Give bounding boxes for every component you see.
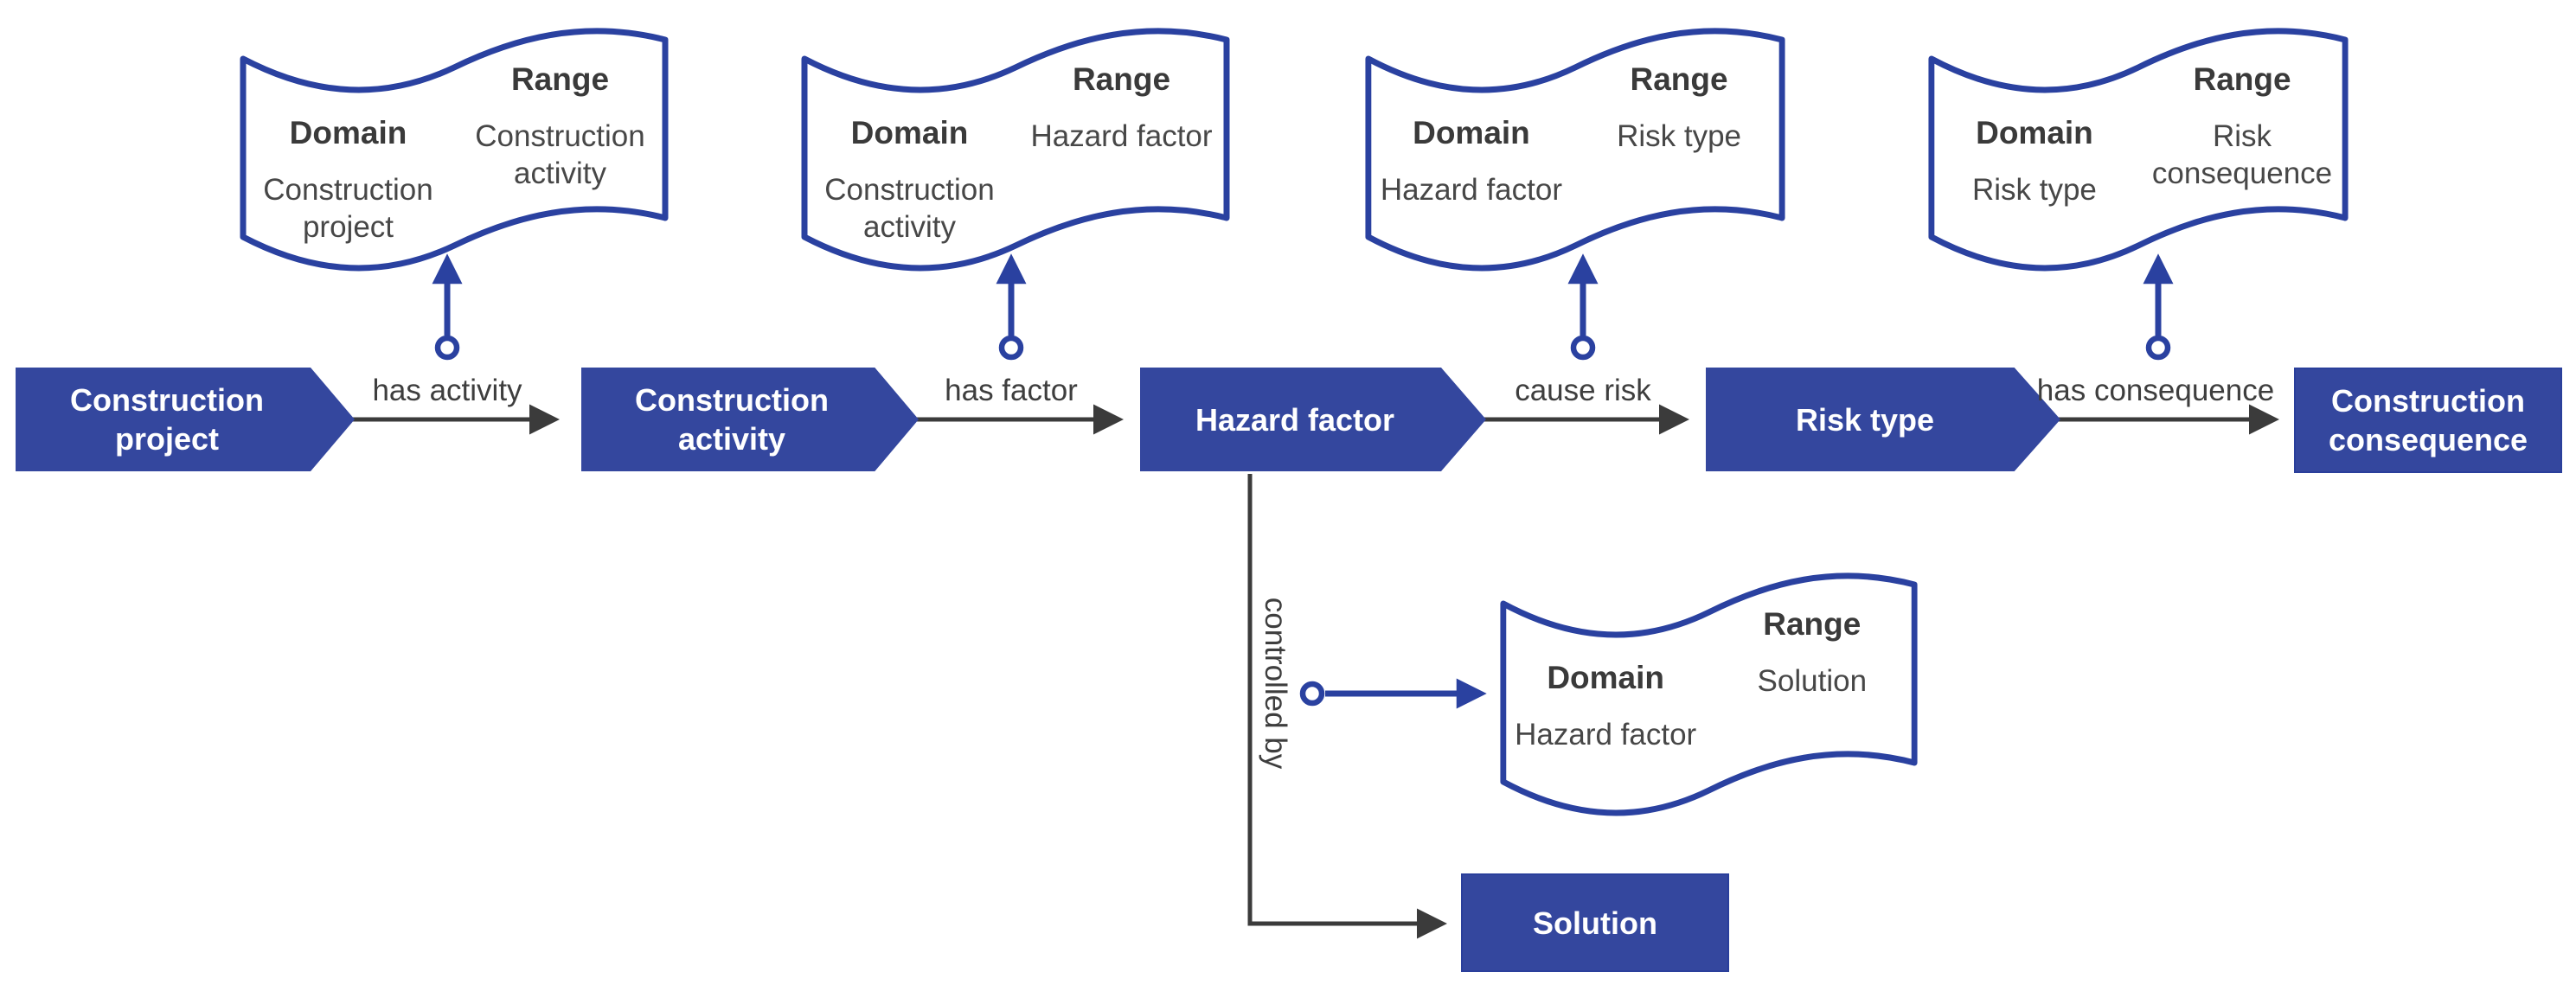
range-label: Range [1630,61,1728,97]
flag-domain: Domain Construction project [251,114,445,246]
property-circle [434,335,460,361]
range-value: Solution [1757,664,1868,698]
domain-label: Domain [1976,115,2093,150]
flag-domain: Domain Construction activity [812,114,1007,246]
range-label: Range [1072,61,1171,97]
flag-has-factor: Domain Construction activity Range Hazar… [799,17,1232,278]
node-construction-consequence: Construction consequence [2294,368,2562,473]
wave-shape [240,28,669,272]
node-label: Construction consequence [2328,383,2528,457]
range-value: Risk consequence [2151,119,2333,190]
domain-label: Domain [850,115,969,150]
flag-range: Range Risk consequence [2143,61,2342,192]
node-label: Construction activity [635,382,829,457]
node-label: Risk type [1795,401,1935,438]
node-solution: Solution [1461,873,1729,972]
node-label: Solution [1533,905,1657,941]
edge-label-cause-risk: cause risk [1515,374,1651,407]
flag-has-activity: Domain Construction project Range Constr… [238,17,670,278]
flag-cause-risk: Domain Hazard factor Range Risk type [1363,17,1787,278]
node-hazard-factor: Hazard factor [1140,368,1486,471]
domain-value: Construction activity [824,173,995,244]
node-label: Hazard factor [1195,401,1395,438]
range-label: Range [2193,61,2291,97]
node-risk-type: Risk type [1706,368,2060,471]
range-value: Hazard factor [1030,119,1213,153]
flag-controlled-by: Domain Hazard factor Range Solution [1498,562,1919,823]
domain-label: Domain [1413,115,1530,150]
flag-range: Range Construction activity [458,61,662,192]
node-construction-project: Construction project [16,368,355,471]
range-value: Construction activity [475,119,645,190]
flag-has-consequence: Domain Risk type Range Risk consequence [1926,17,2350,278]
edge-label-has-activity: has activity [372,374,522,407]
domain-value: Construction project [263,173,433,244]
flag-range: Range Risk type [1580,61,1778,155]
domain-label: Domain [1547,660,1665,695]
flag-range: Range Solution [1713,605,1911,700]
node-construction-activity: Construction activity [581,368,919,471]
node-label: Construction project [70,382,264,457]
edge-label-has-consequence: has consequence [2036,374,2275,407]
edge-label-has-factor: has factor [945,374,1078,407]
flag-domain: Domain Hazard factor [1511,659,1701,753]
property-circle [998,335,1024,361]
domain-value: Risk type [1971,173,2097,207]
property-circle [1299,681,1325,707]
flag-range: Range Hazard factor [1020,61,1223,155]
flag-domain: Domain Risk type [1939,114,2131,208]
domain-value: Hazard factor [1380,173,1562,207]
domain-label: Domain [289,115,407,150]
range-value: Risk type [1617,119,1741,153]
domain-value: Hazard factor [1515,718,1697,752]
property-circle [2145,335,2171,361]
wave-shape [1928,28,2349,272]
edge-label-controlled-by: controlled by [1259,597,1292,770]
flag-domain: Domain Hazard factor [1376,114,1567,208]
range-label: Range [510,61,610,97]
flag-connector-controlled-by [1299,678,1487,709]
wave-shape [1500,572,1918,816]
property-circle [1570,335,1596,361]
range-label: Range [1763,606,1862,642]
wave-shape [1365,28,1785,272]
wave-shape [801,28,1230,272]
